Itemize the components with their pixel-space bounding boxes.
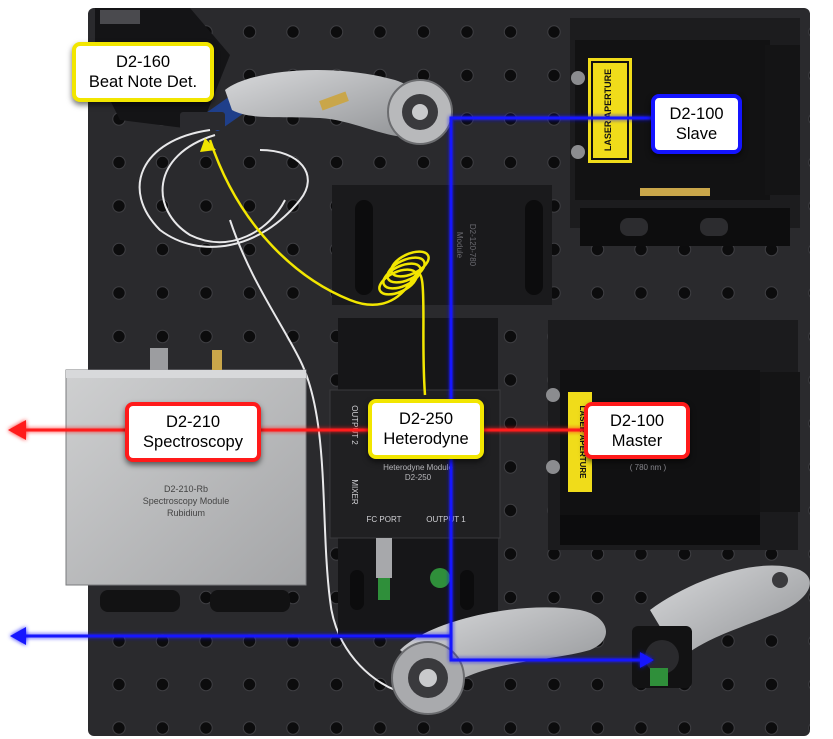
label-beat-note-line2: Beat Note Det.: [88, 73, 198, 91]
label-slave-line2: Slave: [675, 125, 718, 143]
heterodyne-module-text-1: Heterodyne Module: [383, 463, 453, 472]
laser-aperture-text-master: LASER APERTURE: [578, 405, 587, 479]
center-module-text-2: Module: [455, 232, 464, 259]
center-module: D2-120-780 Module: [332, 185, 552, 305]
wavelength-text: ( 780 nm ): [630, 463, 667, 472]
label-heterodyne-line1: D2-250: [398, 410, 454, 428]
port-output2-text: OUTPUT 2: [350, 405, 359, 445]
label-spectroscopy: D2-210 Spectroscopy: [125, 402, 261, 462]
yellow-arrow-head: [200, 138, 216, 152]
label-spectroscopy-line2: Spectroscopy: [143, 433, 243, 451]
spectroscopy-module-text-1: D2-210-Rb: [164, 484, 208, 494]
label-heterodyne-line2: Heterodyne: [383, 430, 469, 448]
label-master-line1: D2-100: [609, 411, 665, 430]
heterodyne-module-text-2: D2-250: [405, 473, 432, 482]
kinematic-mirror-mount-top: [225, 69, 453, 145]
port-mixer-text: MIXER: [350, 479, 359, 505]
laser-aperture-text-slave: LASER APERTURE: [603, 69, 613, 151]
yellow-fiber-path: [208, 139, 430, 396]
blue-beam-path: [10, 116, 655, 668]
port-fc-text: FC PORT: [367, 515, 402, 524]
label-spectroscopy-line1: D2-210: [165, 413, 221, 431]
center-module-text: D2-120-780: [468, 224, 477, 267]
red-beam-path: [8, 420, 612, 440]
label-master: D2-100 Master: [584, 402, 690, 459]
spectroscopy-module-text-3: Rubidium: [167, 508, 205, 518]
label-master-line2: Master: [611, 431, 663, 450]
port-output1-text: OUTPUT 1: [426, 515, 466, 524]
spectroscopy-module: D2-210-Rb Spectroscopy Module Rubidium: [65, 348, 307, 612]
label-beat-note-line1: D2-160: [115, 53, 171, 71]
spectroscopy-module-text-2: Spectroscopy Module: [143, 496, 230, 506]
label-beat-note-detector: D2-160 Beat Note Det.: [72, 42, 214, 102]
label-slave-line1: D2-100: [669, 105, 724, 123]
heterodyne-module: Heterodyne Module D2-250 OUTPUT 2 MIXER …: [329, 318, 501, 638]
label-slave: D2-100 Slave: [651, 94, 742, 154]
kinematic-mirror-mount-bottom-right: [632, 565, 810, 688]
label-heterodyne: D2-250 Heterodyne: [368, 399, 484, 459]
